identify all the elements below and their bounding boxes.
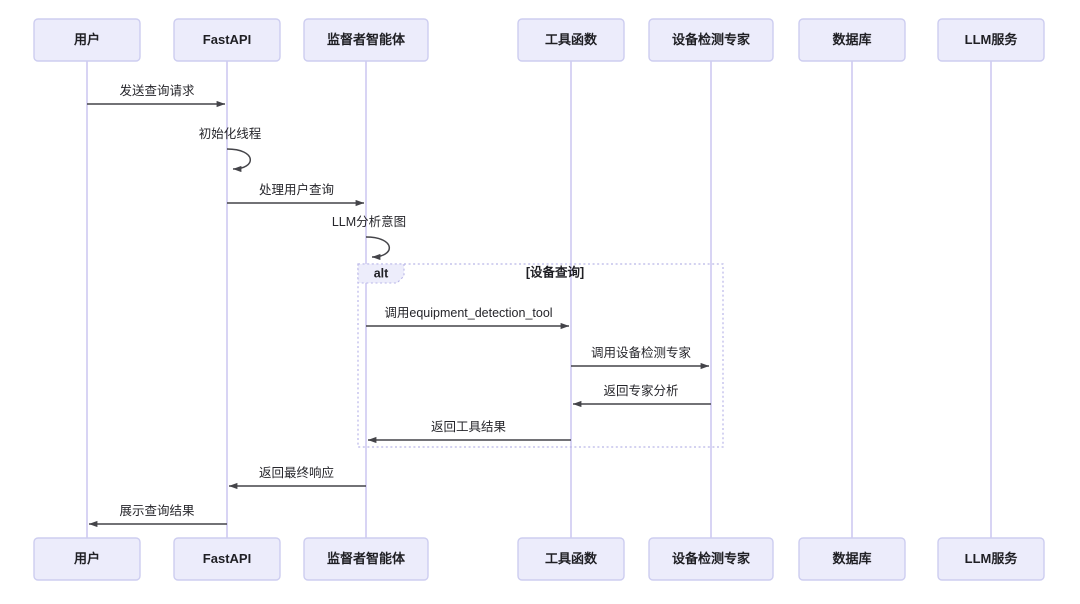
message-label: 调用equipment_detection_tool: [384, 306, 552, 320]
lifelines-layer: [86, 61, 992, 538]
participant-label: 工具函数: [545, 32, 598, 47]
fragment-alt-1: alt [设备查询]: [357, 263, 724, 448]
participant-box[interactable]: [517, 537, 625, 581]
participant-footer-fastapi[interactable]: FastAPI: [173, 537, 281, 581]
participant-header-tool[interactable]: 工具函数: [517, 18, 625, 62]
participant-label: 监督者智能体: [327, 32, 406, 47]
participants-footer-layer: 用户 FastAPI 监督者智能体 工具函数 设备检测专家 数据库 LLM服务: [33, 537, 1045, 581]
participant-header-llm[interactable]: LLM服务: [937, 18, 1045, 62]
participant-header-database[interactable]: 数据库: [798, 18, 906, 62]
fragment-condition-label: [设备查询]: [526, 264, 584, 279]
participant-label: 设备检测专家: [672, 551, 751, 566]
message-m9: 返回最终响应: [228, 465, 366, 490]
participant-footer-user[interactable]: 用户: [33, 537, 141, 581]
participant-label: 数据库: [832, 32, 871, 47]
message-m5: 调用equipment_detection_tool: [366, 306, 570, 330]
fragment-tag-shape: [357, 263, 405, 284]
message-m6: 调用设备检测专家: [571, 345, 710, 370]
participant-label: FastAPI: [203, 32, 251, 47]
participant-box[interactable]: [173, 18, 281, 62]
participant-label: FastAPI: [203, 551, 251, 566]
message-label: 调用设备检测专家: [591, 345, 692, 360]
participant-footer-llm[interactable]: LLM服务: [937, 537, 1045, 581]
participant-box[interactable]: [33, 18, 141, 62]
message-m7: 返回专家分析: [572, 383, 711, 408]
participant-label: 用户: [73, 32, 100, 47]
message-m2: 初始化线程: [199, 126, 262, 173]
participant-footer-agent[interactable]: 监督者智能体: [303, 537, 429, 581]
participant-label: 监督者智能体: [327, 551, 406, 566]
participant-label: 用户: [73, 551, 100, 566]
fragment-tag-label: alt: [374, 266, 389, 280]
participant-label: 数据库: [832, 551, 871, 566]
participant-box[interactable]: [303, 18, 429, 62]
message-selfloop-path: [365, 236, 390, 261]
fragment-frame: [357, 263, 724, 448]
message-label: LLM分析意图: [332, 214, 406, 229]
participant-footer-tool[interactable]: 工具函数: [517, 537, 625, 581]
participant-footer-database[interactable]: 数据库: [798, 537, 906, 581]
message-label: 返回工具结果: [431, 420, 507, 434]
participant-label: 工具函数: [545, 551, 598, 566]
participant-footer-expert[interactable]: 设备检测专家: [648, 537, 774, 581]
participant-box[interactable]: [798, 18, 906, 62]
participant-box[interactable]: [648, 18, 774, 62]
message-m4: LLM分析意图: [332, 214, 406, 261]
message-m8: 返回工具结果: [367, 420, 571, 444]
participant-box[interactable]: [937, 18, 1045, 62]
message-label: 返回最终响应: [259, 465, 334, 480]
message-label: 发送查询请求: [119, 83, 195, 98]
message-m1: 发送查询请求: [87, 83, 226, 108]
participant-header-fastapi[interactable]: FastAPI: [173, 18, 281, 62]
participant-box[interactable]: [173, 537, 281, 581]
participant-box[interactable]: [303, 537, 429, 581]
participant-header-agent[interactable]: 监督者智能体: [303, 18, 429, 62]
participant-label: LLM服务: [965, 551, 1019, 566]
message-label: 返回专家分析: [603, 383, 678, 398]
participant-label: 设备检测专家: [672, 32, 751, 47]
participant-header-expert[interactable]: 设备检测专家: [648, 18, 774, 62]
participants-header-layer: 用户 FastAPI 监督者智能体 工具函数 设备检测专家 数据库 LLM服务: [33, 18, 1045, 62]
participant-header-user[interactable]: 用户: [33, 18, 141, 62]
message-label: 处理用户查询: [259, 182, 334, 197]
participant-box[interactable]: [33, 537, 141, 581]
message-label: 初始化线程: [199, 126, 262, 141]
participant-label: LLM服务: [965, 32, 1019, 47]
message-m3: 处理用户查询: [227, 182, 365, 207]
message-m10: 展示查询结果: [88, 504, 227, 528]
participant-box[interactable]: [648, 537, 774, 581]
message-label: 展示查询结果: [119, 504, 195, 518]
message-selfloop-path: [226, 148, 251, 173]
participant-box[interactable]: [517, 18, 625, 62]
participant-box[interactable]: [937, 537, 1045, 581]
fragments-layer: alt [设备查询]: [357, 263, 724, 448]
participant-box[interactable]: [798, 537, 906, 581]
